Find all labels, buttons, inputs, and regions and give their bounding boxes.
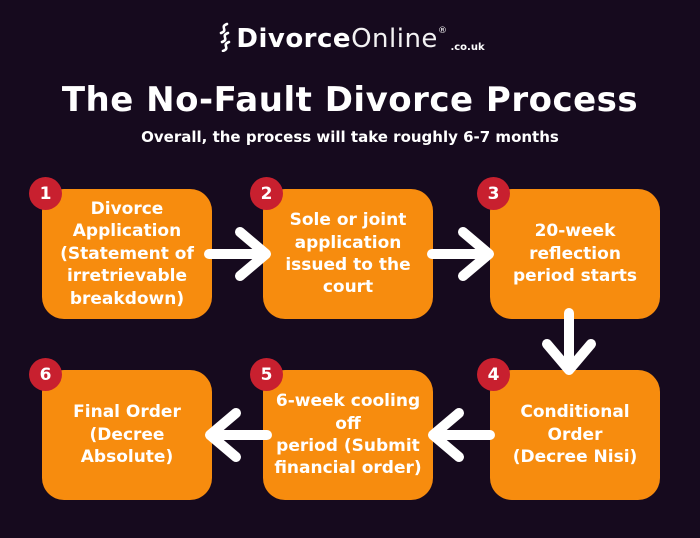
page-subtitle: Overall, the process will take roughly 6…: [141, 128, 559, 146]
brand-logo: DivorceOnline® .co.uk: [0, 22, 700, 56]
brand-tld: .co.uk: [450, 42, 485, 53]
arrow-right-icon: [427, 226, 495, 282]
step-box-3: 3 20-week reflection period starts: [477, 177, 660, 319]
step-box-4: 4 Conditional Order (Decree Nisi): [477, 358, 660, 500]
step-label: Sole or joint application issued to the …: [285, 210, 411, 298]
step-number-badge: 5: [250, 358, 283, 391]
step-box-1: 1 Divorce Application (Statement of irre…: [29, 177, 212, 319]
swan-swoosh-icon: [215, 22, 231, 56]
arrow-right-icon: [204, 226, 272, 282]
step-label: 6-week cooling off period (Submit financ…: [274, 391, 422, 479]
brand-name: DivorceOnline®: [236, 26, 447, 52]
step-box-6: 6 Final Order (Decree Absolute): [29, 358, 212, 500]
step-number-badge: 2: [250, 177, 283, 210]
arrow-left-icon: [427, 407, 495, 463]
step-label: 20-week reflection period starts: [512, 221, 638, 287]
arrow-down-icon: [541, 308, 597, 376]
step-box-5: 5 6-week cooling off period (Submit fina…: [250, 358, 433, 500]
step-number-badge: 3: [477, 177, 510, 210]
page-title: The No-Fault Divorce Process: [61, 80, 639, 120]
step-label: Conditional Order (Decree Nisi): [512, 402, 638, 468]
registered-trademark-symbol: ®: [437, 26, 448, 36]
step-box-2: 2 Sole or joint application issued to th…: [250, 177, 433, 319]
step-label: Divorce Application (Statement of irretr…: [60, 198, 194, 309]
step-number-badge: 1: [29, 177, 62, 210]
step-number-badge: 4: [477, 358, 510, 391]
step-label: Final Order (Decree Absolute): [73, 402, 181, 468]
brand-name-light: Online: [351, 24, 438, 54]
brand-name-bold: Divorce: [236, 24, 352, 54]
arrow-left-icon: [204, 407, 272, 463]
step-number-badge: 6: [29, 358, 62, 391]
